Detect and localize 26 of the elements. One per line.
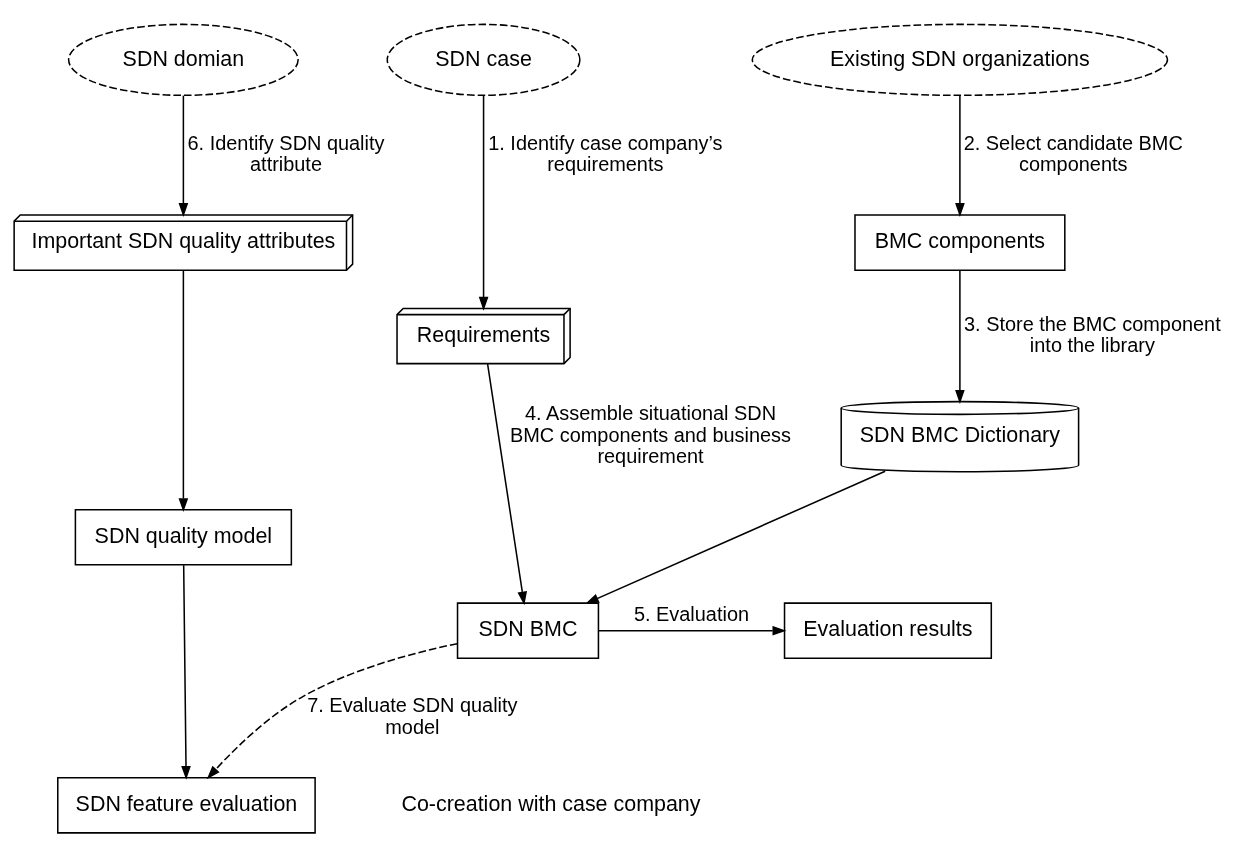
arrow [955,94,965,217]
node-box: BMC components [854,213,1066,271]
node-ellipse: Existing SDN organizations [751,23,1169,96]
node-box: SDN feature evaluation [57,776,316,834]
arrow [478,94,489,311]
edge-label: 4. Assemble situational SDN BMC components and business requirement [509,401,792,467]
node-ellipse: SDN domian [67,23,299,96]
arrow [178,269,189,512]
edge-label: 3. Store the BMC component into the library [964,312,1221,356]
edge-label: 2. Select candidate BMC components [963,131,1183,175]
arrow [181,563,191,780]
arrow [585,470,886,604]
node-box: SDN quality model [74,508,293,566]
arrow [178,94,189,217]
label: Co-creation with case company [401,791,701,816]
arrow [486,362,528,605]
arrow [206,642,458,779]
arrow [955,269,965,404]
arrow [597,625,787,636]
edge-label: 1. Identify case company’s requirements [488,131,723,175]
node-box: Evaluation results [783,601,993,659]
edge-label: 7. Evaluate SDN quality model [307,693,518,738]
edge-label: 5. Evaluation [633,602,750,625]
edge-label: 6. Identify SDN quality attribute [187,131,385,175]
node-ellipse: SDN case [386,23,581,96]
node-box: SDN BMC [456,601,600,659]
